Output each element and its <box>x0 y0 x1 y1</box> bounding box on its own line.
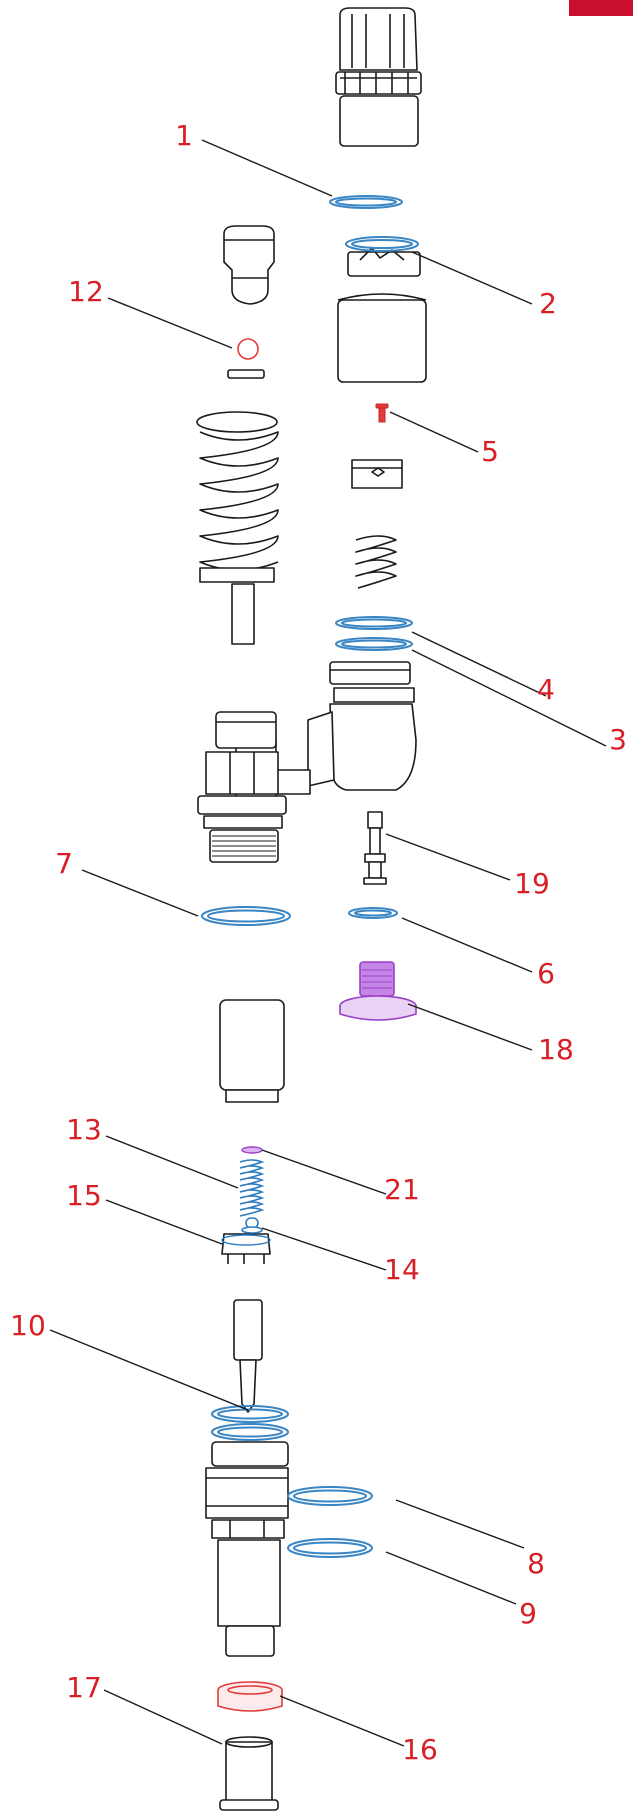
callout-10: 10 <box>10 1309 46 1342</box>
o-ring-4 <box>335 616 413 630</box>
shim-plate-part <box>227 369 265 379</box>
o-ring-3 <box>335 637 413 651</box>
o-ring-9 <box>287 1538 373 1558</box>
large-spring-part <box>196 411 279 645</box>
callout-17: 17 <box>66 1671 102 1704</box>
small-pin-part <box>363 811 387 885</box>
callout-3: 3 <box>609 723 627 756</box>
leader-lines <box>49 139 607 1747</box>
nut-housing-part <box>337 247 427 383</box>
plunger-pin-part <box>223 225 275 305</box>
callout-13: 13 <box>66 1113 102 1146</box>
ball-seat-14 <box>241 1217 263 1234</box>
o-ring-10b <box>211 1423 289 1441</box>
callout-18: 18 <box>538 1033 574 1066</box>
sleeve-part <box>219 999 285 1103</box>
o-ring-6 <box>348 907 398 919</box>
callout-21: 21 <box>384 1173 420 1206</box>
callout-5: 5 <box>481 435 499 468</box>
callout-6: 6 <box>537 957 555 990</box>
screw-5 <box>375 403 389 423</box>
plug-18 <box>339 961 417 1021</box>
seal-16 <box>217 1681 283 1712</box>
o-ring-7 <box>201 906 291 926</box>
o-ring-8 <box>287 1486 373 1506</box>
valve-seat-part <box>221 1233 271 1264</box>
shim-21 <box>241 1146 263 1154</box>
o-ring-2 <box>345 236 419 252</box>
top-cap-part <box>335 7 422 147</box>
spring-13 <box>239 1159 265 1217</box>
callout-7: 7 <box>55 847 73 880</box>
spacer-block-part <box>351 459 403 489</box>
nozzle-body-part <box>205 1441 289 1657</box>
bottom-sleeve-part <box>219 1736 279 1811</box>
o-ring-1 <box>329 195 403 209</box>
callout-12: 12 <box>68 275 104 308</box>
callout-9: 9 <box>519 1597 537 1630</box>
callout-2: 2 <box>539 287 557 320</box>
valve-body-part <box>197 661 417 863</box>
callout-8: 8 <box>527 1547 545 1580</box>
small-spring-part <box>355 535 397 589</box>
callout-1: 1 <box>175 119 193 152</box>
corner-tab <box>569 0 633 16</box>
callout-14: 14 <box>384 1253 420 1286</box>
callout-15: 15 <box>66 1179 102 1212</box>
o-ring-10a <box>211 1405 289 1423</box>
ball-12 <box>237 338 259 360</box>
valve-seat-15-accent <box>221 1234 271 1246</box>
callout-19: 19 <box>514 867 550 900</box>
callout-4: 4 <box>537 673 555 706</box>
nozzle-needle-part <box>233 1299 263 1413</box>
callout-16: 16 <box>402 1733 438 1766</box>
